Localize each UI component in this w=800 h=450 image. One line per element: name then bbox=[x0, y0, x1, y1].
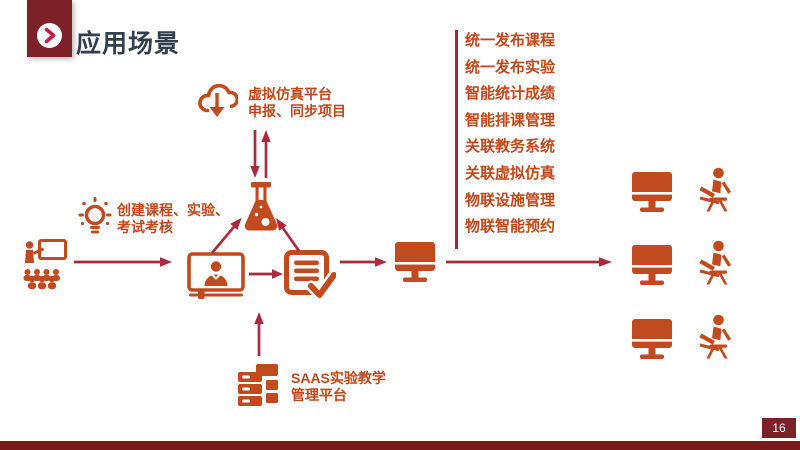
bulb-icon bbox=[78, 197, 112, 234]
teacher-audience-icon bbox=[23, 239, 67, 290]
chevron-circle-icon bbox=[37, 23, 62, 48]
virtual-sim-platform-label: 虚拟仿真平台 申报、同步项目 bbox=[248, 86, 346, 119]
arrow-video-to-flask bbox=[210, 217, 242, 254]
feature-item: 物联智能预约 bbox=[465, 218, 556, 236]
person-desk-icon bbox=[699, 240, 731, 285]
arrow-saas-up bbox=[254, 312, 264, 356]
label-line: 申报、同步项目 bbox=[248, 102, 346, 119]
feature-item: 关联虚拟仿真 bbox=[465, 164, 556, 182]
label-line: SAAS实验教学 bbox=[291, 370, 386, 386]
feature-item: 物联设施管理 bbox=[465, 191, 556, 209]
saas-platform-label: SAAS实验教学 管理平台 bbox=[291, 370, 386, 403]
label-line: 虚拟仿真平台 bbox=[248, 86, 332, 102]
feature-item: 统一发布实验 bbox=[465, 58, 556, 76]
arrow-doc-to-desktop bbox=[340, 257, 387, 267]
arrow-desktop-to-clients bbox=[446, 257, 612, 267]
label-line: 管理平台 bbox=[291, 386, 347, 403]
doc-check-icon bbox=[284, 250, 336, 300]
arrow-teacher-to-video bbox=[74, 257, 172, 267]
arrow-sync-up bbox=[261, 130, 271, 178]
desktop-icon bbox=[632, 172, 672, 212]
title-banner bbox=[27, 0, 72, 57]
arrow-video-to-doc bbox=[249, 269, 283, 279]
page-title: 应用场景 bbox=[76, 30, 181, 58]
arrow-doc-to-flask bbox=[276, 218, 301, 252]
person-desk-icon bbox=[699, 314, 731, 359]
feature-item: 智能排课管理 bbox=[465, 111, 556, 129]
feature-list-divider bbox=[455, 30, 458, 249]
person-desk-icon bbox=[699, 167, 731, 212]
feature-list: 统一发布课程 统一发布实验 智能统计成绩 智能排课管理 关联教务系统 关联虚拟仿… bbox=[465, 28, 555, 241]
create-course-label: 创建课程、实验、 考试考核 bbox=[117, 202, 229, 235]
server-stack-icon bbox=[238, 364, 278, 406]
desktop-icon bbox=[395, 242, 435, 282]
desktop-icon bbox=[632, 319, 672, 359]
page-number-badge: 16 bbox=[762, 418, 796, 438]
label-line: 创建课程、实验、 bbox=[117, 202, 229, 218]
label-line: 考试考核 bbox=[117, 218, 173, 235]
video-monitor-icon bbox=[187, 252, 245, 299]
arrow-sync-down bbox=[250, 130, 260, 178]
cloud-download-icon bbox=[198, 83, 238, 117]
feature-item: 关联教务系统 bbox=[465, 138, 556, 156]
feature-item: 智能统计成绩 bbox=[465, 85, 556, 103]
flask-icon bbox=[244, 182, 278, 231]
feature-item: 统一发布课程 bbox=[465, 32, 556, 49]
footer-bar bbox=[0, 441, 800, 450]
desktop-icon bbox=[632, 245, 672, 285]
